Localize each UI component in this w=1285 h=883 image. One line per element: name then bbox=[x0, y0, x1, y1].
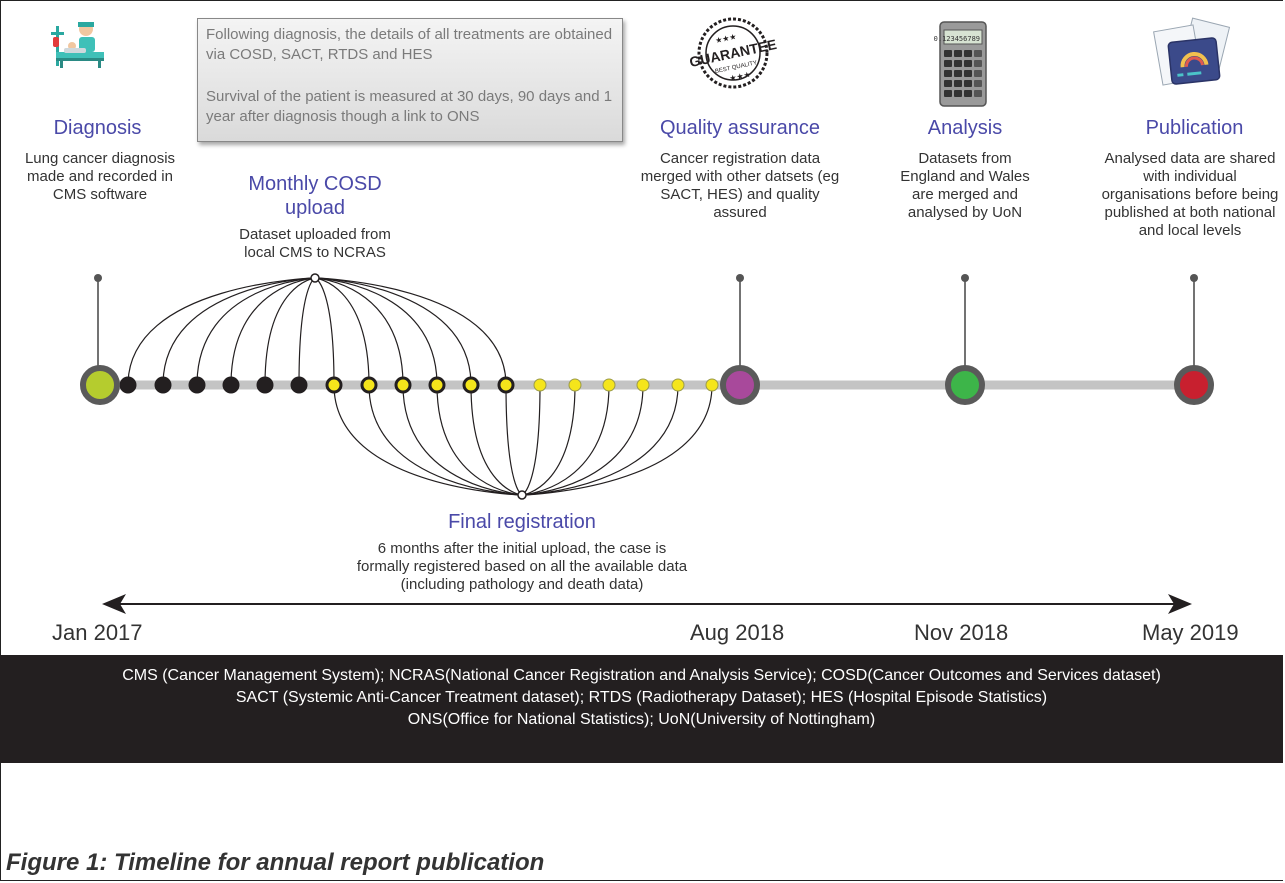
abbreviations-panel: CMS (Cancer Management System); NCRAS(Na… bbox=[0, 655, 1283, 763]
upload-dot bbox=[222, 376, 240, 394]
calculator-icon: 0.123456789 bbox=[934, 21, 987, 107]
pending-upload-dot bbox=[636, 378, 650, 392]
svg-text:0.123456789: 0.123456789 bbox=[934, 35, 980, 43]
publication-marker bbox=[1174, 365, 1214, 405]
hospital-bed-icon bbox=[51, 22, 104, 68]
registration-arc bbox=[505, 384, 523, 496]
svg-text:★★★: ★★★ bbox=[714, 32, 737, 45]
date-aug-2018: Aug 2018 bbox=[690, 620, 785, 645]
registered-upload-dot bbox=[360, 376, 378, 394]
upload-arc bbox=[314, 277, 335, 386]
abbreviations-line-2: SACT (Systemic Anti-Cancer Treatment dat… bbox=[235, 689, 1048, 706]
pending-upload-dot bbox=[671, 378, 685, 392]
analysis-title: Analysis bbox=[927, 117, 1003, 139]
registration-arc bbox=[521, 384, 610, 496]
milestone-pins bbox=[94, 274, 1198, 368]
quality-desc: Cancer registration data merged with oth… bbox=[640, 150, 840, 221]
note-survival-text: Survival of the patient is measured at 3… bbox=[206, 88, 613, 125]
quality-title: Quality assurance bbox=[659, 117, 821, 139]
upload-dot bbox=[154, 376, 172, 394]
final-registration-title: Final registration bbox=[448, 511, 596, 533]
upload-dot bbox=[256, 376, 274, 394]
registered-upload-dot bbox=[428, 376, 446, 394]
registered-upload-dot bbox=[497, 376, 515, 394]
diagnosis-desc: Lung cancer diagnosis made and recorded … bbox=[24, 150, 176, 203]
upload-arc bbox=[298, 277, 316, 386]
monthly-upload-desc: Dataset uploaded from local CMS to NCRAS bbox=[239, 226, 391, 261]
guarantee-seal-icon: GUARANTEE BEST QUALITY ★★★ ★★★ bbox=[688, 17, 778, 89]
diagnosis-marker bbox=[80, 365, 120, 405]
registration-connector-arcs bbox=[333, 384, 713, 496]
monthly-upload-title: Monthly COSD upload bbox=[248, 173, 382, 219]
pending-upload-dot bbox=[602, 378, 616, 392]
upload-arc bbox=[314, 277, 507, 386]
figure-caption: Figure 1: Timeline for annual report pub… bbox=[6, 849, 545, 876]
date-jan-2017: Jan 2017 bbox=[52, 620, 143, 645]
upload-dot bbox=[188, 376, 206, 394]
upload-dot bbox=[290, 376, 308, 394]
abbreviations-line-3: ONS(Office for National Statistics); UoN… bbox=[407, 711, 876, 728]
pending-upload-dot bbox=[533, 378, 547, 392]
registered-upload-dot bbox=[462, 376, 480, 394]
upload-arc bbox=[196, 277, 316, 386]
registration-arc bbox=[333, 384, 523, 496]
upload-arc bbox=[127, 277, 316, 386]
registered-upload-dot bbox=[325, 376, 343, 394]
monthly-upload-hub bbox=[310, 273, 320, 283]
note-treatments-text: Following diagnosis, the details of all … bbox=[206, 26, 613, 63]
registration-arc bbox=[436, 384, 523, 496]
publication-desc: Analysed data are shared with individual… bbox=[1101, 150, 1279, 239]
treatment-note-box: Following diagnosis, the details of all … bbox=[197, 18, 623, 142]
upload-arc bbox=[230, 277, 316, 386]
publication-title: Publication bbox=[1145, 117, 1244, 139]
monthly-dots bbox=[119, 376, 719, 394]
registration-arc bbox=[521, 384, 679, 496]
date-may-2019: May 2019 bbox=[1142, 620, 1239, 645]
date-nov-2018: Nov 2018 bbox=[914, 620, 1009, 645]
report-tablet-icon bbox=[1153, 17, 1231, 86]
registered-upload-dot bbox=[394, 376, 412, 394]
registration-arc bbox=[368, 384, 523, 496]
registration-arc bbox=[402, 384, 523, 496]
registration-arc bbox=[521, 384, 713, 496]
registration-arc bbox=[521, 384, 541, 496]
upload-arc bbox=[314, 277, 404, 386]
date-range-arrow bbox=[102, 594, 1192, 614]
analysis-marker bbox=[945, 365, 985, 405]
pending-upload-dot bbox=[705, 378, 719, 392]
final-registration-desc: 6 months after the initial upload, the c… bbox=[356, 540, 688, 593]
svg-text:★★★: ★★★ bbox=[729, 70, 752, 83]
diagnosis-title: Diagnosis bbox=[53, 117, 142, 139]
upload-dot bbox=[119, 376, 137, 394]
analysis-desc: Datasets from England and Wales are merg… bbox=[900, 150, 1030, 221]
upload-connector-arcs bbox=[127, 277, 507, 386]
quality-marker bbox=[720, 365, 760, 405]
pending-upload-dot bbox=[568, 378, 582, 392]
abbreviations-line-1: CMS (Cancer Management System); NCRAS(Na… bbox=[122, 667, 1161, 684]
final-registration-hub bbox=[517, 490, 527, 500]
upload-arc bbox=[162, 277, 316, 386]
